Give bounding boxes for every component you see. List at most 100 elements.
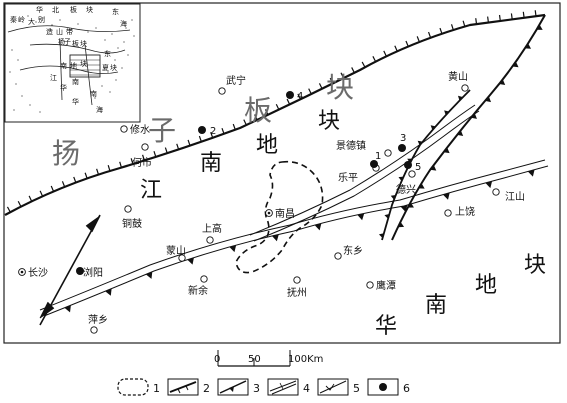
legend-symbol-basin: [117, 378, 149, 396]
southern-suture-line-a: [39, 159, 546, 311]
region-char: 扬: [52, 137, 80, 170]
city-label-jiangshan: 江山: [505, 191, 525, 203]
city-label-huangshan: 黄山: [448, 70, 468, 83]
deposit-1: [370, 160, 378, 168]
thrust-tooth: [444, 110, 450, 116]
deposit-markers: [76, 91, 412, 275]
fault-tick: [275, 103, 280, 110]
fault-tick: [372, 56, 377, 62]
region-char: 子: [148, 114, 176, 147]
thrust-tooth: [187, 257, 194, 265]
legend-symbol-6: [367, 378, 399, 396]
city-marker-fuzhou: [293, 276, 301, 284]
city-label-changsha: 长沙: [28, 267, 48, 279]
fault-arrow-sw: [39, 301, 55, 319]
inset-label: 海: [96, 105, 103, 114]
inset-label: 别: [38, 15, 45, 24]
deposit-number: 3: [400, 133, 406, 144]
legend-label-4: 4: [303, 382, 310, 395]
thrust-tooth: [524, 43, 532, 49]
inset-label: 南: [90, 89, 97, 98]
thrust-tooth: [314, 223, 322, 231]
inset-label: 块: [80, 39, 87, 48]
fault-tick: [28, 195, 33, 202]
inset-label: 南: [72, 77, 79, 86]
city-marker-dexing: [408, 170, 416, 178]
fault-tick: [198, 135, 202, 142]
thrust-tooth: [64, 305, 71, 313]
fault-tick: [73, 176, 77, 183]
thrust-tooth: [407, 202, 414, 208]
inset-label: 北: [52, 6, 59, 14]
legend-symbol-3: [217, 378, 249, 396]
fault-tick: [439, 27, 443, 34]
inset-label: 海: [120, 19, 127, 28]
deposit-4: [286, 91, 294, 99]
inset-line-a: [7, 25, 131, 33]
inset-label: 造: [46, 27, 53, 36]
inset-label: 东: [112, 7, 119, 16]
thrust-tooth: [484, 96, 492, 103]
inset-label: 块: [110, 63, 117, 72]
thrust-tooth: [527, 169, 535, 177]
thrust-tooth: [105, 288, 112, 296]
region-char: 南: [200, 151, 222, 176]
thrust-tooth: [457, 95, 463, 101]
fault-tick: [119, 161, 123, 168]
city-label-jingdezhen: 景德镇: [336, 139, 366, 152]
inset-label: 块: [86, 5, 93, 14]
central-fault-line-a: [249, 104, 476, 236]
fault-tick: [84, 172, 88, 179]
inset-label: 华: [36, 5, 43, 14]
legend-label-1: 1: [153, 382, 160, 395]
deposit-liuyang: [76, 267, 84, 275]
nanchang-basin-outline: [235, 160, 324, 274]
region-char: 南: [425, 293, 447, 318]
inset-label: 东: [104, 49, 111, 58]
deposit-number: 4: [297, 91, 303, 102]
city-label-xinyu: 新余: [188, 284, 208, 297]
region-char: 地: [256, 133, 278, 158]
inset-label: 板: [72, 39, 79, 48]
fault-tick: [329, 77, 334, 84]
deposit-5: [404, 161, 412, 169]
northern-boundary-ticks: [6, 10, 537, 213]
inset-stipple: [9, 15, 135, 113]
fault-tick: [361, 61, 366, 68]
inset-label: 秦: [10, 15, 17, 24]
eastern-thrust-teeth: [397, 24, 543, 228]
deposit-number: 1: [375, 151, 381, 162]
legend: 1 2 3 4 5 6: [117, 378, 410, 396]
fault-tick: [534, 10, 537, 17]
fault-tick: [221, 127, 225, 134]
deposit-number: 5: [415, 162, 421, 173]
city-label-leping: 乐平: [338, 172, 358, 184]
inset-label: 大: [28, 17, 35, 26]
thrust-tooth: [430, 164, 437, 171]
fault-tick: [232, 123, 236, 130]
city-marker-dongxiang: [334, 252, 342, 260]
city-label-pingxiang: 萍乡: [88, 314, 108, 326]
city-label-heshi: 何市: [132, 156, 152, 169]
fault-tick: [164, 147, 168, 154]
region-char: 板: [244, 94, 272, 127]
thrust-tooth: [378, 233, 384, 239]
fault-tick: [61, 181, 66, 188]
deposit-2: [198, 126, 206, 134]
city-marker-xinyu: [200, 275, 208, 283]
inset-label: 南: [60, 61, 67, 70]
thrust-tooth: [457, 130, 464, 136]
city-label-mengshan: 蒙山: [166, 244, 186, 257]
fault-tick: [107, 165, 111, 172]
fault-tick: [450, 24, 454, 31]
city-marker-shangrao: [444, 209, 452, 217]
region-char: 块: [318, 109, 340, 134]
city-marker-pingxiang: [90, 326, 98, 334]
fault-tick: [243, 119, 247, 126]
northern-boundary-fault: [4, 13, 546, 216]
city-label-dongxiang: 东乡: [343, 244, 363, 257]
thrust-tooth: [430, 125, 436, 131]
fault-tick: [286, 98, 291, 105]
city-marker-huangshan: [461, 84, 469, 92]
deposit-3: [398, 144, 406, 152]
